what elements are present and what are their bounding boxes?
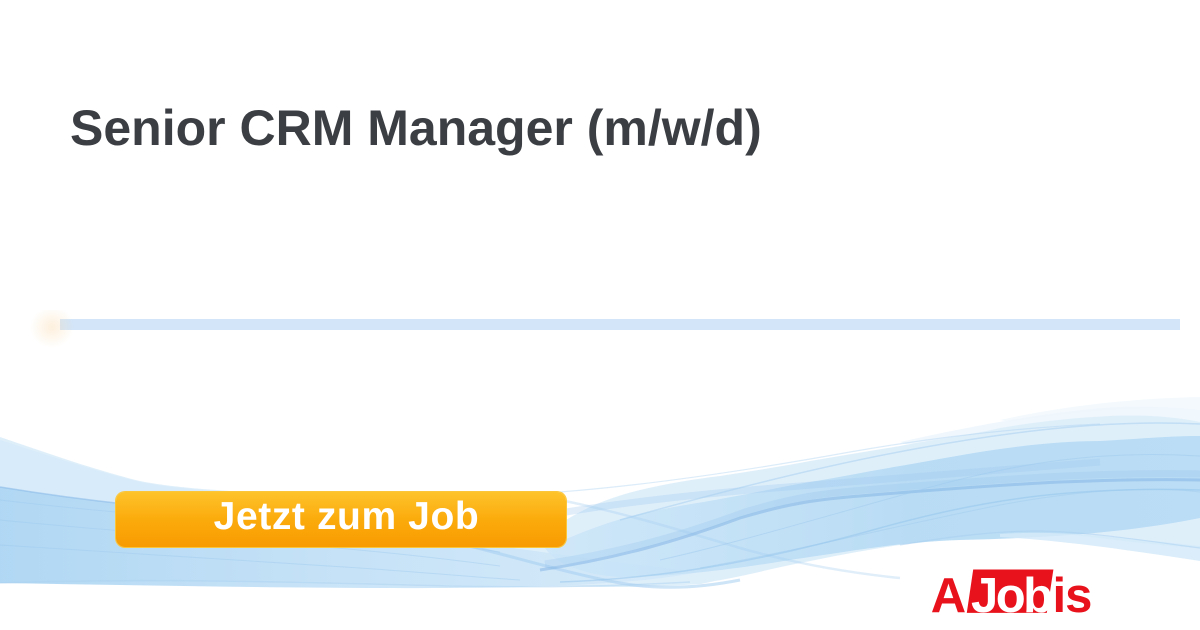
svg-text:A: A	[931, 569, 966, 618]
svg-text:Job: Job	[971, 569, 1051, 618]
svg-text:is: is	[1053, 569, 1092, 618]
